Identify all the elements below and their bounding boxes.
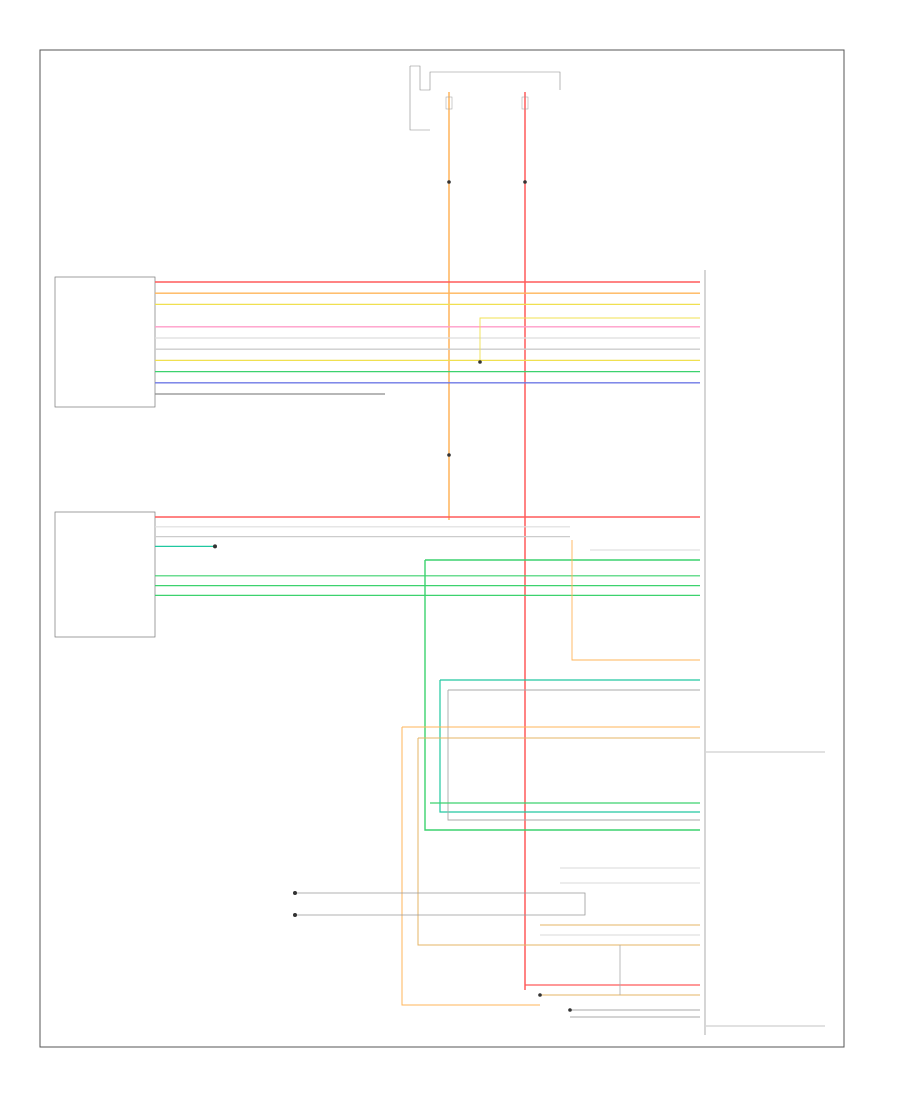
fuse-block	[409, 65, 561, 131]
upper-module-box	[54, 276, 156, 408]
splice-dot	[568, 1008, 572, 1012]
upper-jumper-wire	[479, 317, 700, 362]
ground-terminal-dot	[213, 544, 217, 549]
fuse-icon-left	[445, 96, 453, 110]
lower-wires	[293, 867, 700, 1018]
speaker-loop-wires	[401, 540, 700, 1006]
switch-terminal-dot	[293, 891, 297, 895]
fuse-icon-right	[521, 96, 529, 110]
splice-dot	[447, 453, 451, 457]
radio-wire-bundle	[155, 516, 700, 597]
splice-dot	[447, 180, 451, 184]
splice-dot	[523, 180, 527, 184]
power-feed-wires	[447, 125, 527, 990]
upper-wire-bundle	[155, 281, 700, 395]
diagram-border	[39, 49, 845, 1048]
splice-dot	[538, 993, 542, 997]
switch-terminal-dot	[293, 913, 297, 917]
splice-dot	[478, 360, 482, 364]
radio-module-box	[54, 511, 156, 638]
